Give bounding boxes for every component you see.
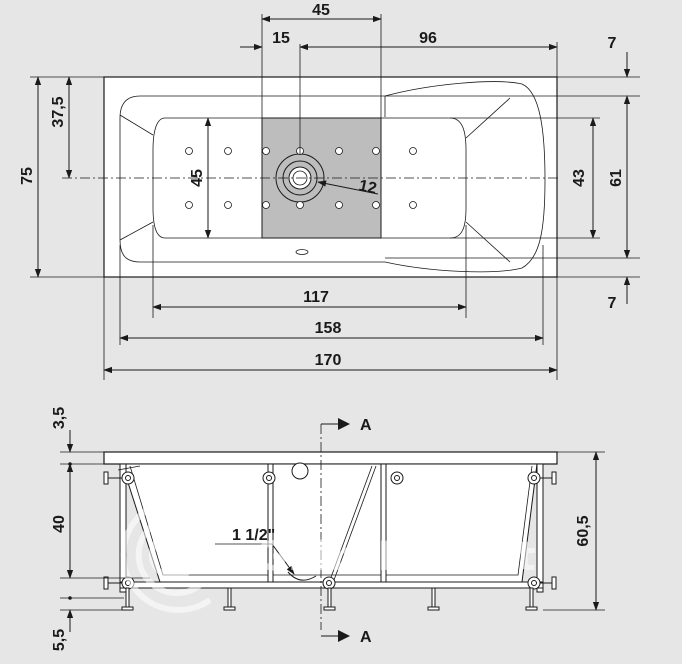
rim-line [119,114,154,136]
frame-diagonal [329,465,373,581]
top-view: 45 15 96 7 37,5 75 45 12 43 61 7 117 158… [19,2,640,380]
jet-hole [224,201,232,209]
radius-leader [317,180,379,195]
pipe-leader-arrow [271,543,295,575]
jet-hole [262,147,270,155]
dim-label-43: 43 [571,169,588,187]
dim-label-37-5: 37,5 [50,96,67,127]
dim-label-r12: 12 [357,177,378,197]
pipe-size-label: 1 1/2" [232,527,275,544]
overflow-hole [291,462,309,480]
basin-rim [119,81,546,273]
dim-label-75: 75 [19,167,36,185]
dim-label-158: 158 [315,320,342,337]
frame-detail [117,465,141,471]
dim-label-40: 40 [51,515,68,533]
section-label-top: A [360,417,372,434]
jet-hole [335,201,343,209]
dim-label-5-5: 5,5 [51,629,68,651]
dim-label-60-5: 60,5 [575,515,592,546]
dim-label-15: 15 [272,30,290,47]
dim-label-96: 96 [419,30,437,47]
jet-hole [296,201,304,209]
dim-label-3-5: 3,5 [51,407,68,429]
section-label-bottom: A [360,629,372,646]
rim-line [465,221,511,263]
jet-hole [335,147,343,155]
rim-line [119,221,154,241]
frame-bolts [121,471,541,590]
frame-diagonal [333,465,377,581]
watermark-text: GidroMarket [255,534,536,580]
jet-hole [185,147,193,155]
jet-hole [262,201,270,209]
jet-hole [409,201,417,209]
jet-hole [185,201,193,209]
basin-inner-line [129,465,533,576]
tub-rim [103,451,558,465]
legs [121,587,538,611]
side-view: 3,5 40 5,5 60,5 1 1/2" A A [51,407,605,651]
dim-label-170: 170 [315,352,342,369]
jet-hole [372,147,380,155]
dim-label-7-top: 7 [608,35,617,52]
dim-label-7-bottom: 7 [608,295,617,312]
dim-label-61: 61 [608,169,625,187]
watermark: GidroMarket [120,497,536,613]
dim-dot [68,596,72,600]
jet-hole [409,147,417,155]
dim-label-45-top: 45 [312,2,330,19]
side-screws [103,471,557,590]
jet-hole [224,147,232,155]
jet-hole [372,201,380,209]
watermark-logo-icon [120,497,212,613]
dim-label-45-left: 45 [189,169,206,187]
dim-label-117: 117 [303,289,329,306]
overflow [295,249,309,255]
